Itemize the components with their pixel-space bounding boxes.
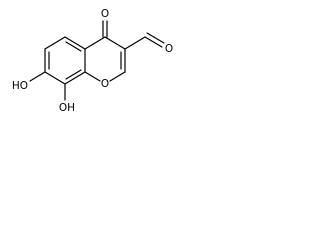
atom-label-aldehyde-o: O — [165, 43, 173, 55]
benzene-ring — [44, 36, 86, 85]
bond-c4-c3 — [104, 36, 126, 50]
bond-c7-oh — [29, 71, 46, 82]
bond-c4a-c5 — [44, 36, 66, 50]
bond-c8-c8a — [44, 71, 66, 85]
double-bond-inner-c7-c8 — [65, 69, 82, 80]
bond-c2-o1 — [109, 71, 126, 82]
bond-c7-c8 — [64, 71, 86, 85]
pyranone-ring — [84, 36, 126, 82]
double-bond-inner-c5-c6 — [65, 41, 82, 52]
atom-label-hydroxyl-8: OH — [59, 102, 75, 114]
aldehyde-group — [124, 32, 165, 50]
atom-label-ketone-o: O — [101, 8, 109, 20]
ketone-group — [102, 20, 108, 38]
bond-c3-cho — [124, 36, 146, 50]
bond-o1-c8a — [84, 71, 101, 82]
hydroxyl-bonds — [29, 71, 66, 101]
atom-label-hydroxyl-7: HO — [12, 80, 28, 92]
bond-cho-o-b — [146, 32, 165, 44]
bond-c4a-c4 — [84, 36, 106, 50]
bond-cho-o-a — [144, 36, 163, 48]
bond-c5-c6 — [64, 36, 86, 50]
molecule-structure-drawing: O O O HO OH — [12, 8, 173, 114]
atom-label-ring-o: O — [101, 78, 109, 90]
